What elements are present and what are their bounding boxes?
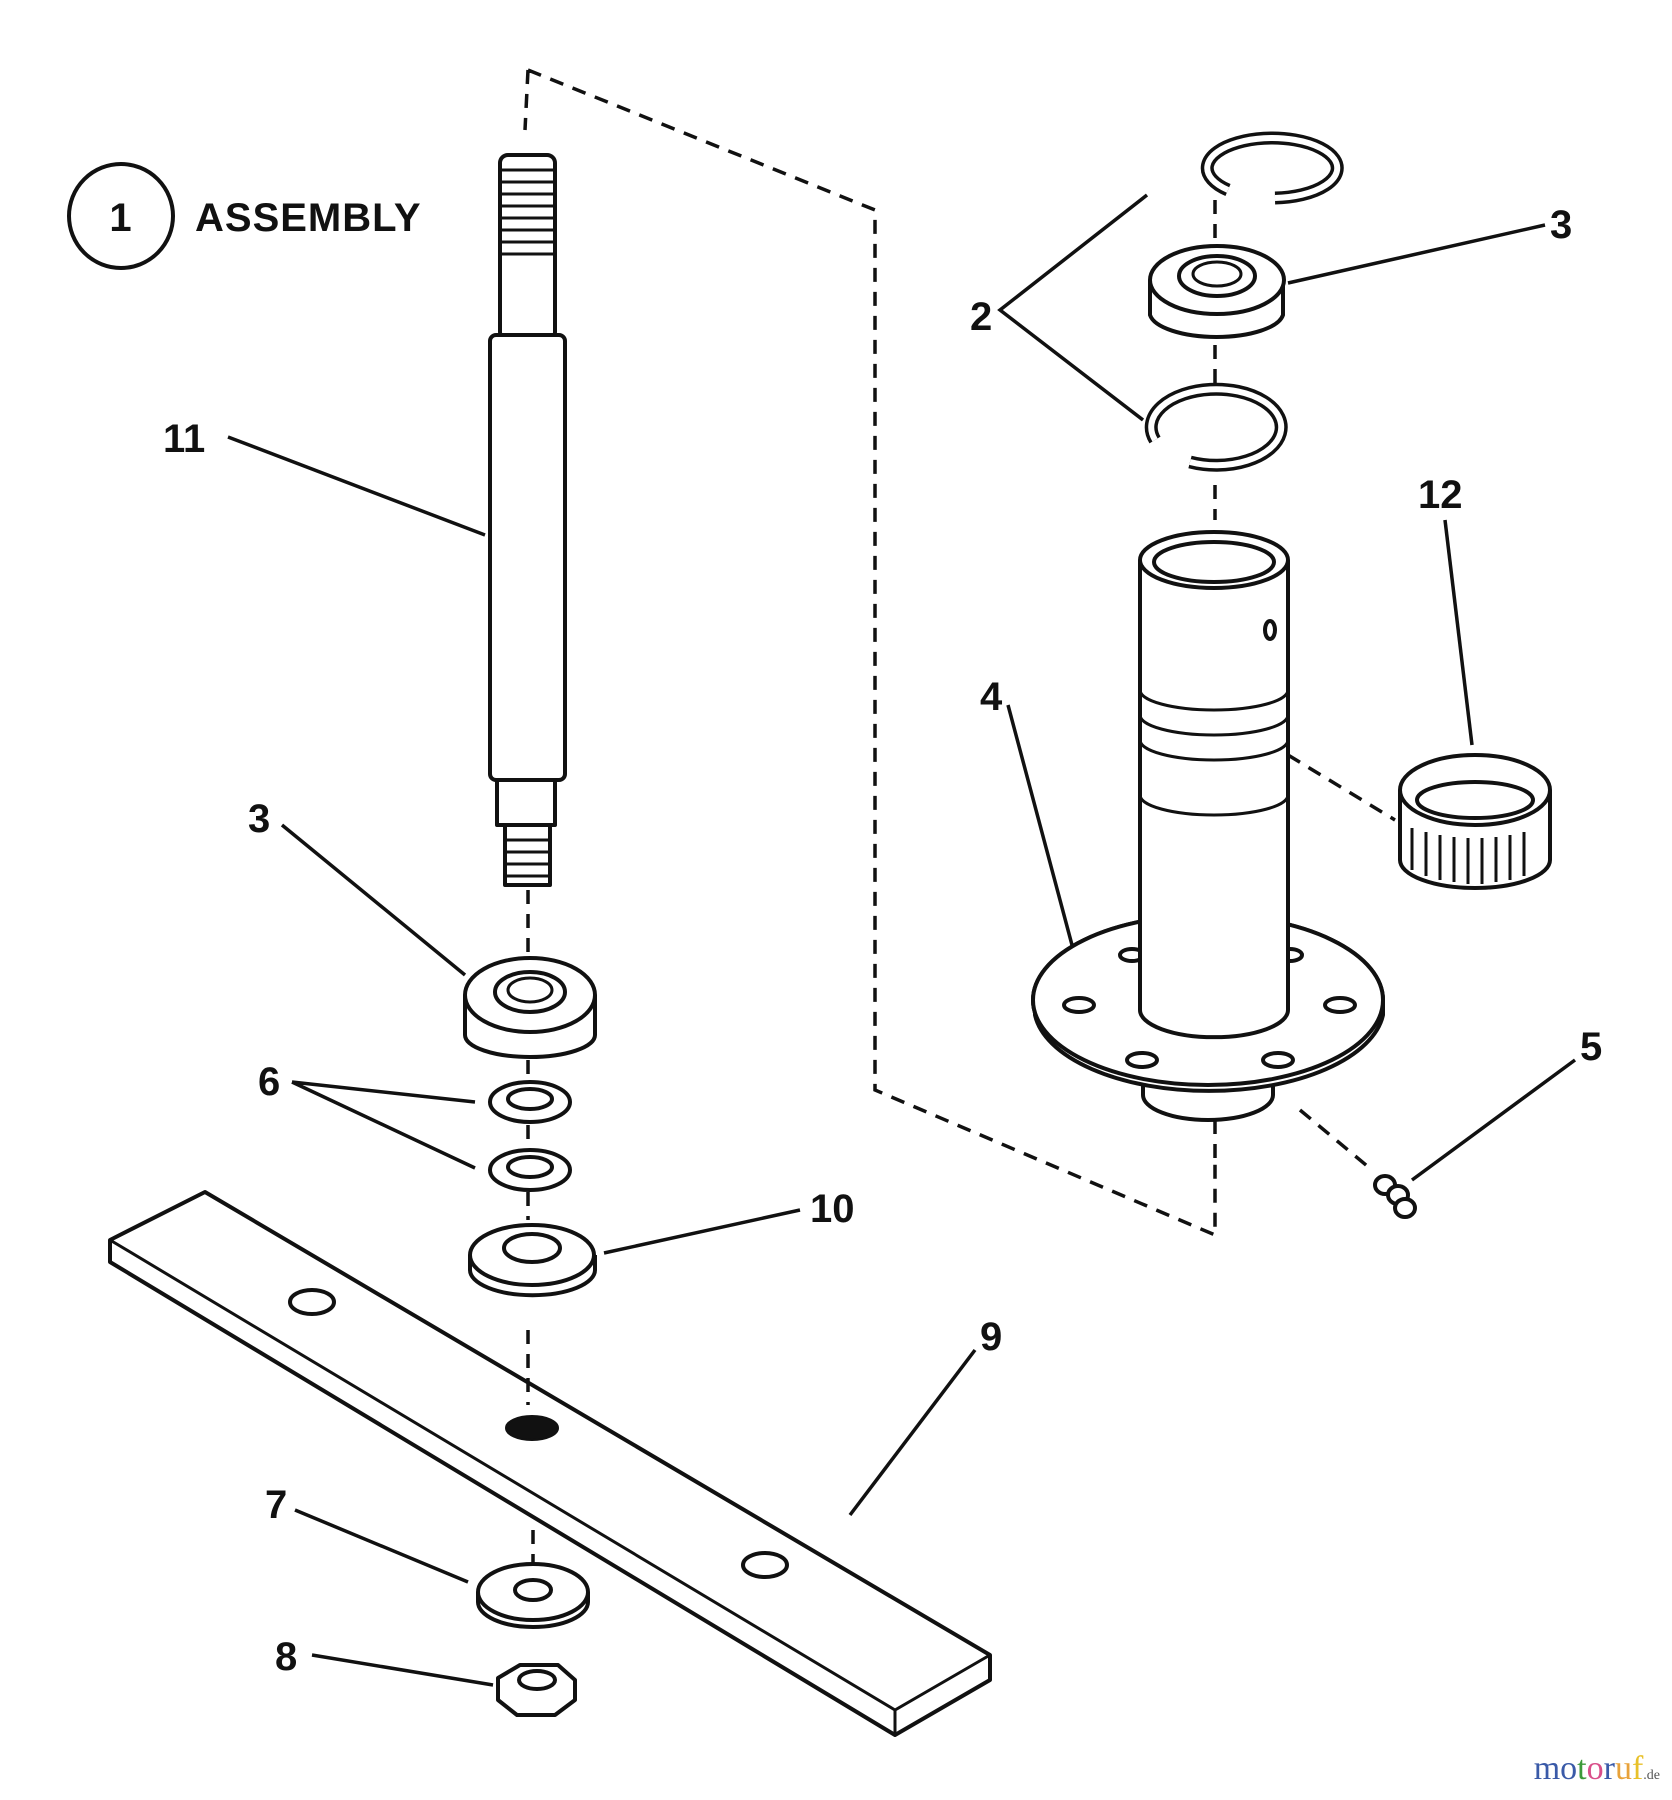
callout-3-bottom: 3	[248, 797, 270, 841]
callout-6: 6	[258, 1060, 280, 1104]
callout-labels: 2 3 3 4 5 6 7 8 9 10 11 12	[163, 203, 1602, 1679]
callout-8: 8	[275, 1635, 297, 1679]
watermark-letter: r	[1603, 1750, 1615, 1787]
callout-9: 9	[980, 1315, 1002, 1359]
callout-4: 4	[980, 675, 1003, 719]
hex-nut	[496, 1663, 577, 1717]
grease-fitting	[1373, 1174, 1417, 1219]
blade-adapter	[468, 1223, 597, 1298]
leader-11	[227, 435, 486, 537]
spindle-housing	[1031, 530, 1385, 1122]
callout-3-top: 3	[1550, 203, 1572, 247]
callout-2: 2	[970, 295, 992, 339]
watermark-letter: f	[1631, 1750, 1644, 1787]
leader-7	[294, 1508, 469, 1584]
watermark-logo: motoruf.de	[1534, 1750, 1660, 1788]
assembly-guide-line	[523, 68, 1217, 1238]
washer-lower	[488, 1148, 572, 1192]
washer-upper	[488, 1080, 572, 1124]
title-label: ASSEMBLY	[195, 196, 422, 240]
leader-12	[1443, 519, 1474, 746]
blade	[108, 1190, 992, 1737]
callout-7: 7	[265, 1483, 287, 1527]
leader-8	[311, 1653, 494, 1687]
callout-10: 10	[810, 1187, 855, 1231]
lock-washer	[476, 1562, 590, 1629]
leader-10	[603, 1208, 801, 1255]
title-circle	[67, 162, 175, 270]
fitting-guide	[1298, 1108, 1374, 1172]
callout-11: 11	[163, 417, 205, 461]
bearing-top	[1148, 244, 1286, 339]
watermark-tld: .de	[1643, 1768, 1660, 1783]
leader-4	[1006, 704, 1074, 946]
watermark-letter: t	[1577, 1750, 1587, 1787]
spindle-shaft	[488, 153, 567, 887]
leader-3-top	[1287, 223, 1546, 285]
retaining-ring-bottom	[1144, 382, 1288, 472]
leader-lines	[227, 193, 1577, 1687]
callout-5: 5	[1580, 1025, 1602, 1069]
retaining-ring-top	[1200, 131, 1344, 205]
bearing-bottom	[463, 956, 597, 1059]
needle-bearing	[1398, 753, 1552, 890]
assembly-title: 1 ASSEMBLY	[67, 162, 422, 270]
leader-5	[1410, 1058, 1577, 1182]
watermark-letter: o	[1560, 1750, 1578, 1787]
leader-9	[848, 1348, 977, 1517]
leader-3-bottom	[280, 823, 467, 977]
leader-2	[997, 193, 1149, 422]
watermark-letter: m	[1533, 1750, 1561, 1787]
watermark-letter: u	[1614, 1750, 1632, 1787]
needle-bearing-guide	[1287, 753, 1396, 822]
watermark-letter: o	[1586, 1750, 1604, 1787]
title-number: 1	[109, 196, 132, 240]
leader-6	[291, 1080, 476, 1170]
callout-12: 12	[1418, 473, 1463, 517]
